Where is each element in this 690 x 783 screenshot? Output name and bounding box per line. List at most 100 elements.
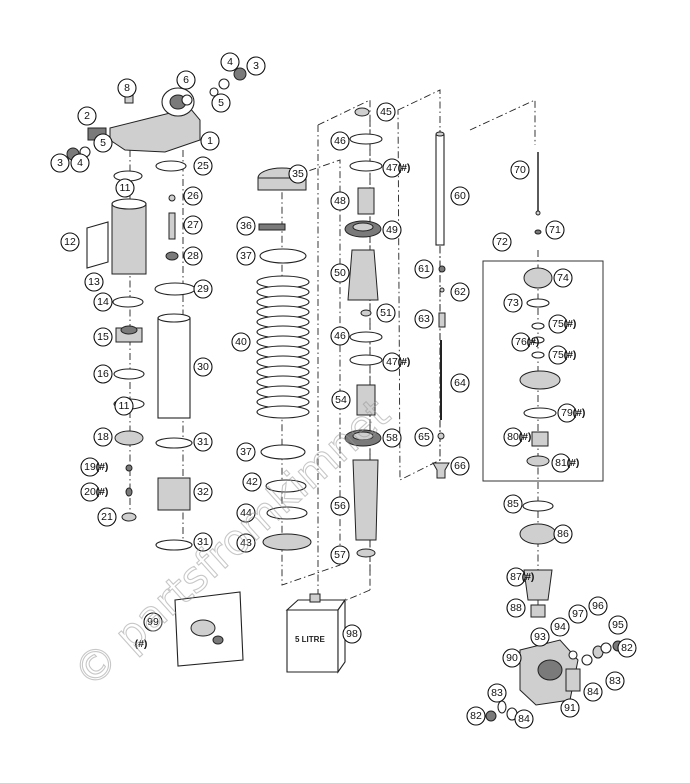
callout-number: 8 (124, 82, 130, 94)
callout-c4b: 4 (220, 52, 240, 72)
callout-c98: 98 (342, 624, 362, 644)
oil-canister: 5 LITRE (285, 593, 347, 674)
callout-circle (70, 153, 90, 173)
callout-number: 45 (380, 106, 392, 118)
callout-number: 42 (246, 476, 258, 488)
callout-number: 70 (514, 164, 526, 176)
callout-c62: 62 (450, 282, 470, 302)
callout-circle (97, 507, 117, 527)
callout-c70: 70 (510, 160, 530, 180)
callout-circle (503, 293, 523, 313)
callout-c18: 18 (93, 427, 113, 447)
callout-circle (193, 532, 213, 552)
callout-c5b: 5 (211, 93, 231, 113)
callout-c97: 97 (568, 604, 588, 624)
callout-c47b: 47(#) (382, 352, 410, 372)
callout-number: 71 (549, 224, 561, 236)
callout-circle (84, 272, 104, 292)
callout-circle (193, 156, 213, 176)
callout-number: 86 (557, 528, 569, 540)
callout-c71: 71 (545, 220, 565, 240)
callout-c84b: 84 (514, 709, 534, 729)
callout-number: 5 (100, 137, 106, 149)
callout-number: 72 (496, 236, 508, 248)
callout-circle (183, 246, 203, 266)
callout-c54: 54 (331, 390, 351, 410)
callout-hash-note: (#) (527, 336, 540, 348)
callout-number: 57 (334, 549, 346, 561)
callout-number: 54 (335, 394, 347, 406)
callout-c65: 65 (414, 427, 434, 447)
callout-c58: 58 (382, 428, 402, 448)
callout-circle (548, 345, 568, 365)
callout-number: 76 (515, 336, 527, 348)
callout-c29: 29 (193, 279, 213, 299)
callout-number: 62 (454, 286, 466, 298)
callout-number: 83 (609, 675, 621, 687)
callout-circle (382, 158, 402, 178)
callout-number: 85 (507, 498, 519, 510)
spring-coil (256, 405, 310, 419)
callout-number: 47 (386, 356, 398, 368)
callout-c44: 44 (236, 503, 256, 523)
callout-circle (514, 709, 534, 729)
callout-number: 90 (506, 652, 518, 664)
callout-circle (93, 427, 113, 447)
callout-number: 13 (88, 276, 100, 288)
callout-number: 16 (97, 368, 109, 380)
callout-number: 65 (418, 431, 430, 443)
callout-circle (330, 545, 350, 565)
callout-number: 63 (418, 313, 430, 325)
callout-number: 74 (557, 272, 569, 284)
callout-circle (548, 314, 568, 334)
callout-c45: 45 (376, 102, 396, 122)
callout-c50: 50 (330, 263, 350, 283)
callout-number: 4 (77, 157, 83, 169)
callout-c12: 12 (60, 232, 80, 252)
callout-c49: 49 (382, 220, 402, 240)
callout-circle (236, 442, 256, 462)
callout-circle (450, 373, 470, 393)
callout-number: 1 (207, 135, 213, 147)
callout-c11b: 11 (114, 396, 134, 416)
callout-circle (330, 131, 350, 151)
callout-circle (183, 186, 203, 206)
callout-c83a: 83 (605, 671, 625, 691)
callout-circle (376, 102, 396, 122)
callout-number: 12 (64, 236, 76, 248)
callout-c11a: 11 (115, 178, 135, 198)
callout-c76: 76(#) (511, 332, 540, 352)
callout-number: 2 (84, 110, 90, 122)
callout-number: 91 (564, 702, 576, 714)
callout-circle (236, 246, 256, 266)
callout-number: 31 (197, 436, 209, 448)
callout-circle (382, 428, 402, 448)
callout-c82a: 82 (617, 638, 637, 658)
callout-circle (414, 427, 434, 447)
callout-c3b: 3 (246, 56, 266, 76)
callout-number: 36 (240, 220, 252, 232)
callout-circle (466, 706, 486, 726)
callout-c56: 56 (330, 496, 350, 516)
callout-number: 47 (386, 162, 398, 174)
callout-hash-note: (#) (96, 461, 109, 473)
callout-circle (236, 216, 256, 236)
callout-hash-note: (#) (573, 407, 586, 419)
callout-number: 79 (561, 407, 573, 419)
callout-circle (342, 624, 362, 644)
callout-number: 75 (552, 318, 564, 330)
callout-hash-note: (#) (519, 431, 532, 443)
callout-c14: 14 (93, 292, 113, 312)
callout-circle (503, 427, 523, 447)
callout-number: 35 (292, 168, 304, 180)
callout-circle (220, 52, 240, 72)
callout-c87: 87(#) (506, 567, 534, 587)
callout-circle (50, 153, 70, 173)
callout-circle (511, 332, 531, 352)
callout-number: 3 (57, 157, 63, 169)
callout-c82b: 82 (466, 706, 486, 726)
callout-number: 18 (97, 431, 109, 443)
callout-number: 14 (97, 296, 109, 308)
callout-c81: 81(#) (551, 453, 579, 473)
callout-c80: 80(#) (503, 427, 532, 447)
